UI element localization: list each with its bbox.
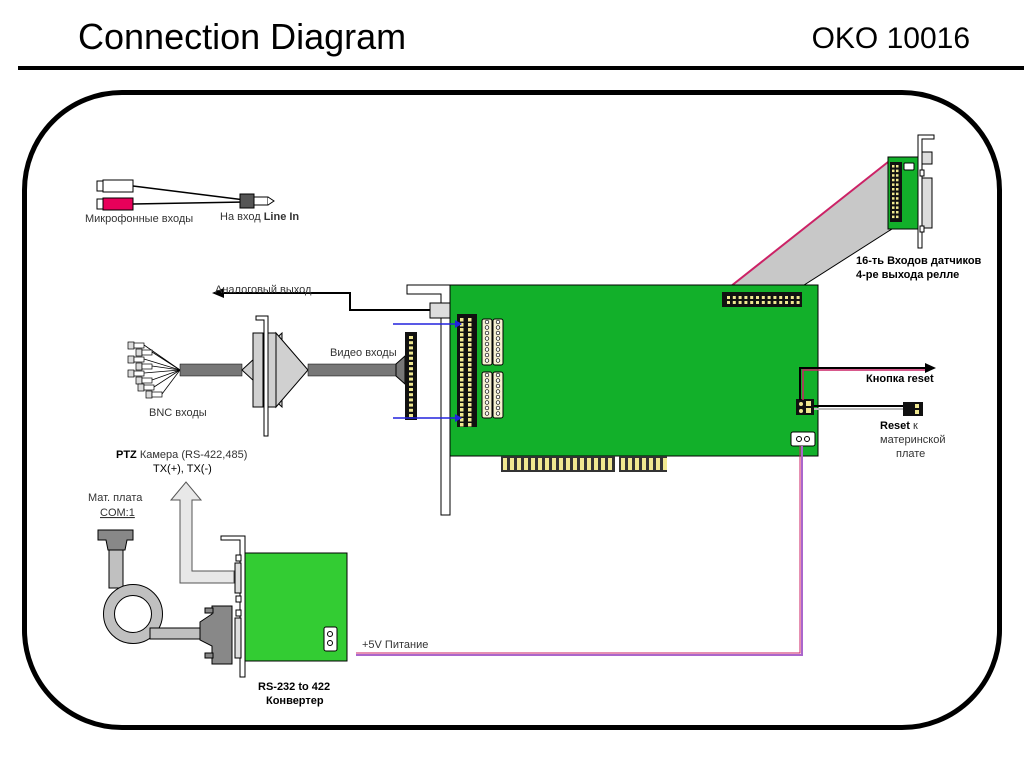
- reset-mb-label-line2: материнской: [880, 434, 946, 446]
- mb-label-line2: COM:1: [100, 507, 135, 519]
- reset-button-wire: [799, 367, 926, 400]
- ptz-label-line2: TX(+), TX(-): [153, 463, 212, 475]
- analog-out-arrow-icon: [212, 288, 224, 298]
- video-cable-plug: [405, 332, 417, 420]
- video-cable: [127, 315, 417, 437]
- microphone-cable: [96, 179, 275, 211]
- analog-out-label: Аналоговый выход: [215, 284, 312, 296]
- ptz-arrow-icon: [169, 481, 235, 584]
- converter-label-line1: RS-232 to 422: [258, 681, 330, 693]
- sensors-label-line2: 4-ре выхода релле: [856, 269, 959, 281]
- reset-mb-plug: [903, 402, 923, 416]
- sensors-label-line1: 16-ть Входов датчиков: [856, 255, 982, 267]
- analog-out-line: [222, 292, 430, 311]
- mic-plug-red: [102, 197, 134, 211]
- reset-button-label: Кнопка reset: [866, 373, 934, 385]
- page-title: Connection Diagram: [78, 16, 407, 57]
- bnc-inputs-label: BNC входы: [149, 407, 207, 419]
- mb-label-line1: Мат. плата: [88, 492, 143, 504]
- line-in-label: На вход Line In: [220, 211, 299, 223]
- power-label: +5V Питание: [362, 639, 428, 651]
- capture-card: [406, 284, 819, 516]
- reset-arrow-icon: [925, 363, 936, 373]
- sensor-pins: [892, 165, 899, 219]
- power-wire: [356, 446, 803, 656]
- ptz-label-line1: PTZ Камера (RS-422,485): [116, 449, 247, 461]
- converter-label-line2: Конвертер: [266, 695, 324, 707]
- line-in-jack: [239, 193, 255, 209]
- sensor-relay-board: [719, 134, 935, 295]
- mic-plug-white: [102, 179, 134, 193]
- mic-inputs-label: Микрофонные входы: [85, 213, 193, 225]
- reset-mb-label-line1: Reset к: [880, 420, 918, 432]
- header-divider: [18, 66, 1024, 70]
- com1-cable: [97, 529, 233, 665]
- model-code: OKO 10016: [811, 22, 970, 55]
- capture-card-pcb: [449, 284, 819, 457]
- diagram-frame: [22, 90, 1002, 730]
- rs232-converter: [220, 535, 348, 678]
- reset-mb-label-line3: плате: [896, 448, 925, 460]
- video-inputs-label: Видео входы: [330, 347, 397, 359]
